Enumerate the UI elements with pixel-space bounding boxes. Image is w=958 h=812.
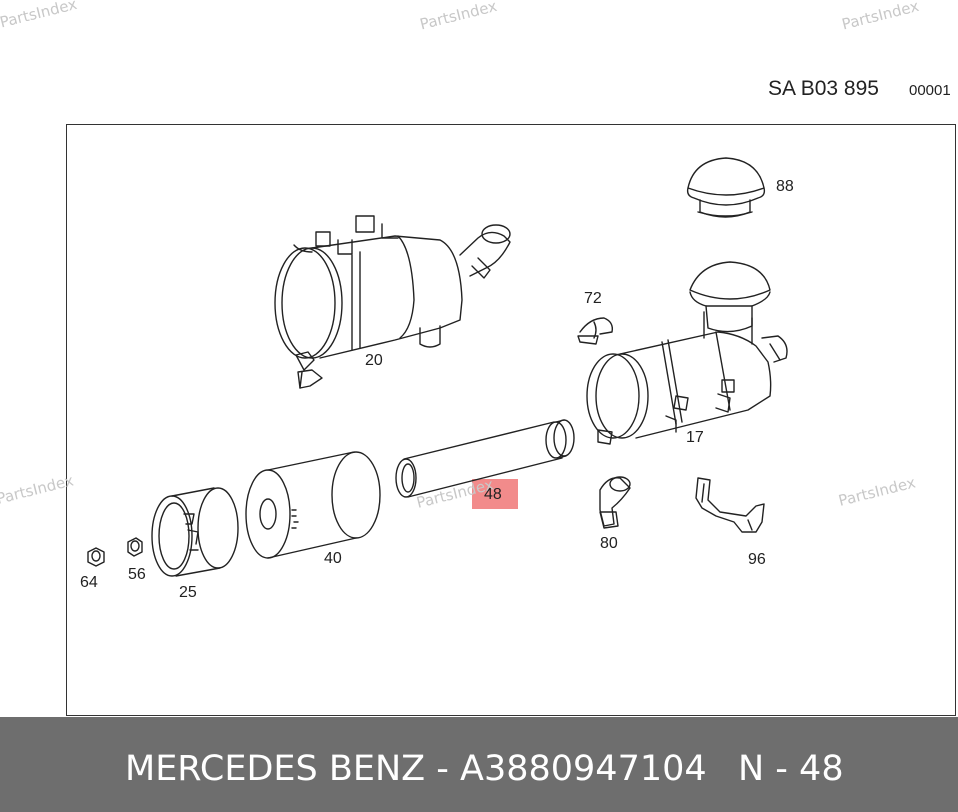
part-20-housing[interactable] (274, 215, 511, 389)
part-label[interactable]: 72 (584, 290, 602, 307)
part-17-assembly[interactable] (586, 261, 788, 445)
part-label[interactable]: 56 (128, 566, 146, 583)
part-label[interactable]: 96 (748, 551, 766, 568)
diagram-sequence: 00001 (909, 82, 951, 99)
part-80-elbow[interactable] (599, 476, 631, 529)
part-label[interactable]: 64 (80, 574, 98, 591)
part-72-clip[interactable] (577, 317, 614, 345)
part-25-cover[interactable] (151, 487, 239, 577)
part-48-safety-element[interactable] (395, 419, 575, 498)
part-40-filter-element[interactable] (245, 451, 381, 559)
part-label[interactable]: 20 (365, 352, 383, 369)
part-96-bracket[interactable] (695, 477, 765, 533)
part-56-nut[interactable] (127, 537, 143, 557)
footer-part-number: MERCEDES BENZ - A3880947104 (125, 749, 707, 789)
diagram-frame (66, 124, 956, 716)
part-label[interactable]: 80 (600, 535, 618, 552)
watermark-mid-right: PartsIndex (837, 473, 918, 510)
part-label[interactable]: 25 (179, 584, 197, 601)
part-label-highlighted[interactable]: 48 (484, 486, 502, 503)
footer-bar: MERCEDES BENZ - A3880947104 N - 48 (0, 717, 958, 812)
footer-position: N - 48 (738, 749, 844, 789)
part-label[interactable]: 17 (686, 429, 704, 446)
part-88-rain-cap[interactable] (686, 157, 766, 218)
part-label[interactable]: 88 (776, 178, 794, 195)
part-highlight (472, 479, 518, 509)
part-64-nut[interactable] (87, 547, 105, 567)
diagram-code: SA B03 895 (768, 77, 879, 100)
watermark-mid-left: PartsIndex (0, 471, 75, 508)
part-label[interactable]: 40 (324, 550, 342, 567)
